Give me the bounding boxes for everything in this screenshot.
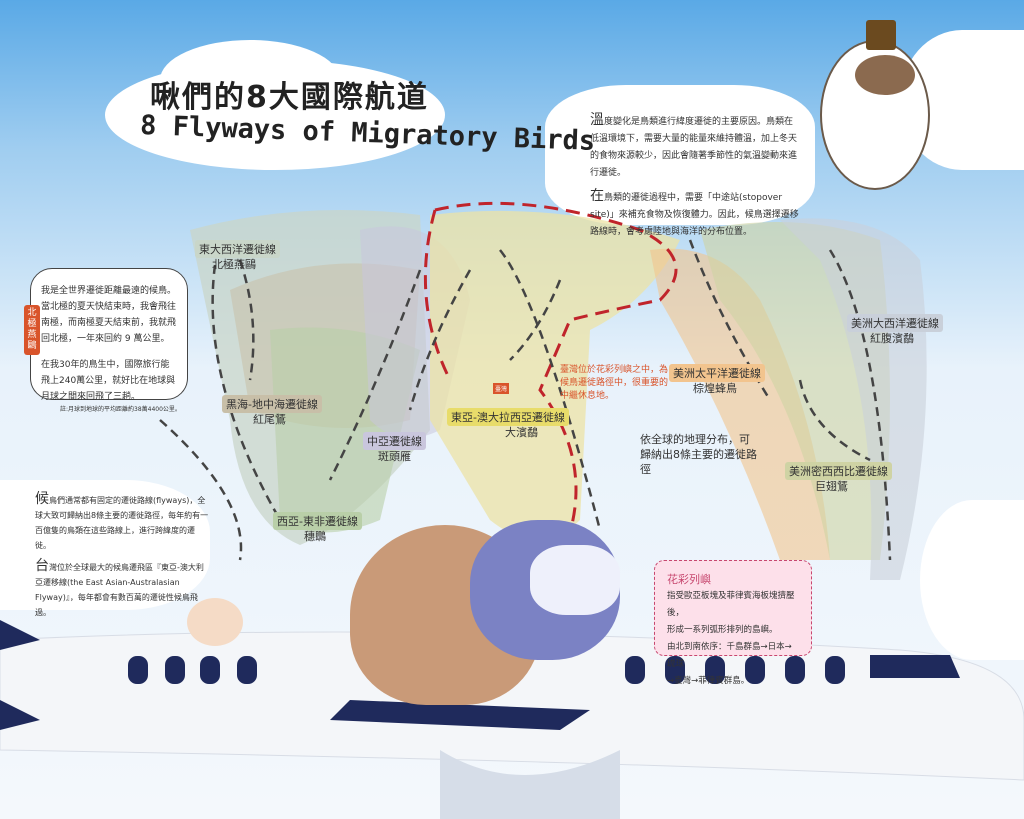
flyway-label: 美洲大西洋遷徙線	[847, 314, 943, 332]
route-arrow	[798, 379, 871, 462]
route-arrow	[499, 249, 602, 531]
cloud	[160, 40, 340, 120]
airplane-window	[785, 656, 805, 684]
airplane-window	[165, 656, 185, 684]
flyway-label: 中亞遷徙線	[363, 432, 426, 450]
cloud	[545, 85, 815, 225]
route-arrow	[159, 419, 243, 561]
taiwan-tag: 臺灣	[493, 383, 510, 394]
route-arrow	[509, 279, 562, 361]
owl-head	[855, 55, 915, 95]
flyway-label: 東亞-澳大拉西亞遷徙線	[447, 408, 569, 426]
intro-bottom: 候鳥們通常都有固定的遷徙路線(flyways)，全球大致可歸納出8條主要的遷徙路…	[35, 491, 209, 618]
sparrow-mascot	[187, 598, 243, 646]
cloud	[920, 500, 1024, 660]
airplane-window	[237, 656, 257, 684]
flyway-bird: 巨翅鵟	[815, 480, 848, 493]
airplane-window	[625, 656, 645, 684]
flyway-bird: 棕煌蜂鳥	[693, 382, 737, 395]
airplane-window	[200, 656, 220, 684]
route-arrow	[238, 259, 255, 381]
island-arc-box: 花彩列嶼 指受歐亞板塊及菲律賓海板塊擠壓後， 形成一系列弧形排列的島嶼。 由北到…	[654, 560, 812, 686]
taiwan-note: 臺灣位於花彩列嶼之中，為候鳥遷徙路徑中，很重要的中繼休息地。	[560, 365, 669, 401]
moon-distance-note: 註:月球到地球的平均距離約38萬4400公里。	[60, 406, 181, 413]
arctic-tern-tag: 北極燕鷗	[24, 305, 40, 355]
route-arrow	[328, 269, 422, 481]
route-arrow	[828, 249, 892, 561]
flyway-americas-pacific-area	[650, 248, 830, 561]
page-title: 啾們的8大國際航道	[150, 80, 429, 115]
airplane-window	[745, 656, 765, 684]
airplane-window	[705, 656, 725, 684]
route-arrow	[211, 264, 282, 521]
flyway-label: 西亞-東非遷徙線	[273, 512, 362, 530]
flyway-label: 東大西洋遷徙線	[195, 240, 280, 258]
route-arrow	[408, 269, 472, 411]
arctic-tern-speech-bubble: 我是全世界遷徙距離最遠的候鳥。當北極的夏天快結束時，我會飛往南極，而南極夏天結束…	[30, 268, 188, 402]
flyway-bird: 紅腹濱鷸	[870, 332, 914, 345]
flyway-bird: 紅尾鵟	[253, 413, 286, 426]
flyway-bird: 穗䳭	[304, 530, 326, 543]
owl-face	[530, 545, 620, 615]
flyway-americas-atlantic-area	[780, 218, 927, 581]
flyway-bird: 北極燕鷗	[212, 258, 256, 271]
airplane-window	[128, 656, 148, 684]
flyway-bird: 斑頭雁	[378, 450, 411, 463]
flyway-label: 美洲太平洋遷徙線	[669, 364, 765, 382]
flyway-label: 美洲密西西比遷徙線	[785, 462, 892, 480]
intro-top: 溫度變化是鳥類進行緯度遷徙的主要原因。鳥類在低溫環境下，需要大量的能量來維持體溫…	[590, 112, 799, 237]
top-hat-icon	[866, 20, 896, 50]
flyway-bird: 大濱鷸	[505, 426, 538, 439]
airplane-window	[665, 656, 685, 684]
summary-text: 依全球的地理分布，可歸納出8條主要的遷徙路徑	[640, 433, 757, 476]
cloud	[0, 480, 210, 610]
flyway-label: 黑海-地中海遷徙線	[222, 395, 322, 413]
airplane-window	[825, 656, 845, 684]
east-asian-flyway-boundary	[423, 201, 678, 561]
